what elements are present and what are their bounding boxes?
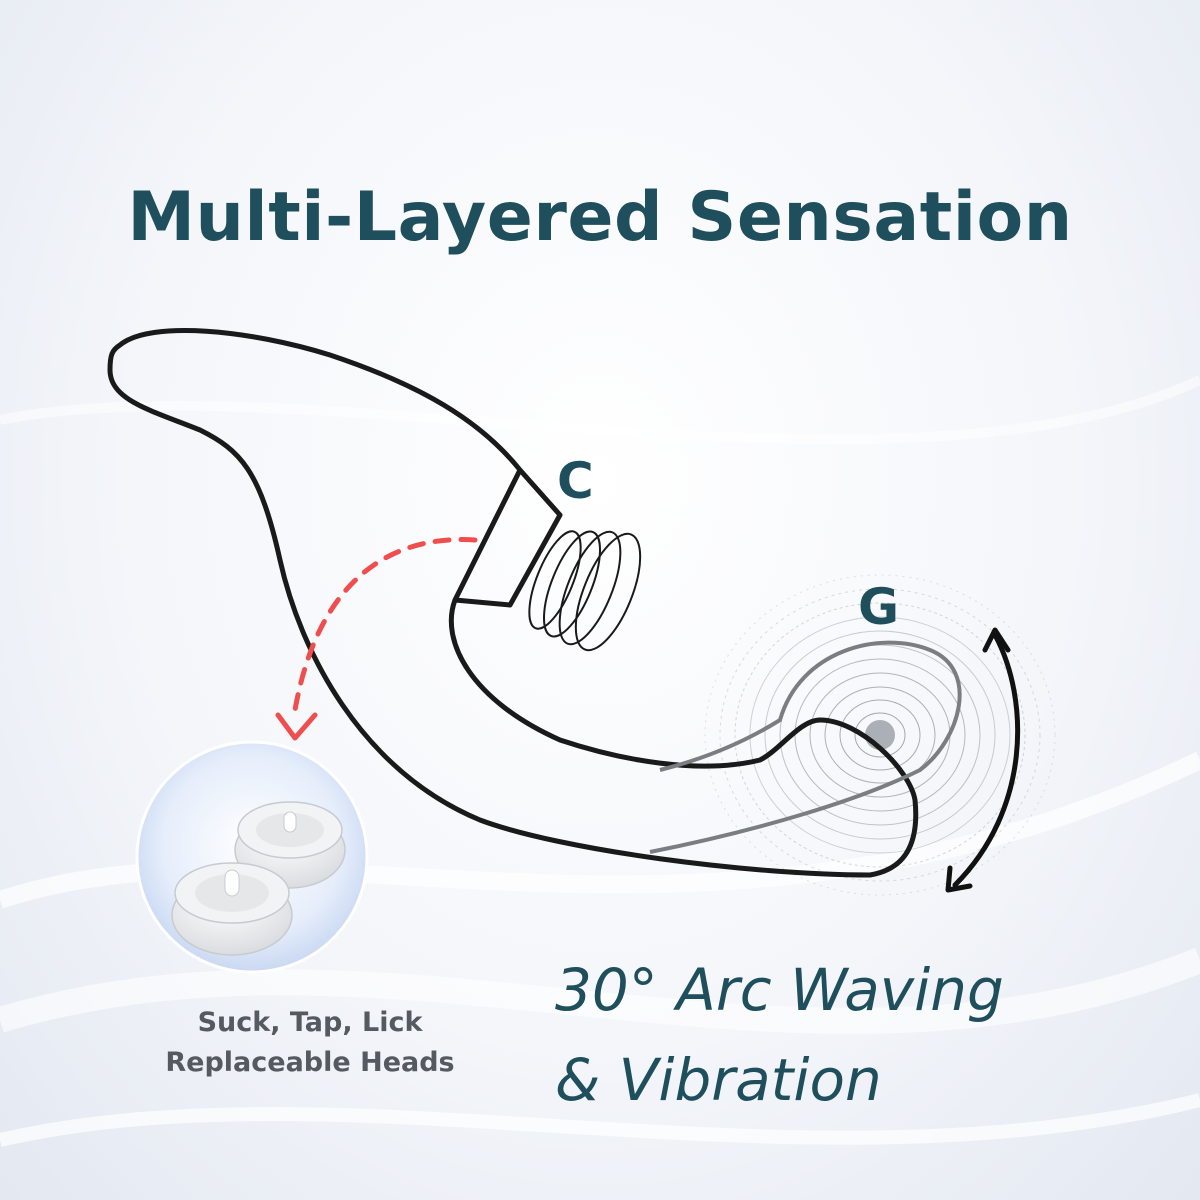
heads-caption-line1: Suck, Tap, Lick — [197, 1007, 423, 1038]
motion-caption: 30° Arc Waving & Vibration — [555, 945, 1175, 1125]
arc-arrow-icon — [952, 632, 1021, 888]
heads-caption-line2: Replaceable Heads — [165, 1047, 455, 1078]
gspot-label: G — [858, 578, 900, 636]
clit-label: C — [557, 452, 594, 510]
dashed-arrow-icon — [292, 537, 478, 713]
arc-motion-ghost — [649, 640, 962, 854]
arc-arrow-head-bottom — [945, 865, 973, 893]
page-title: Multi-Layered Sensation — [127, 178, 1073, 257]
motion-caption-line1: 30° Arc Waving — [555, 956, 1004, 1024]
arc-arrow-head-top — [982, 627, 1011, 653]
device-outline — [107, 328, 919, 878]
motion-caption-line2: & Vibration — [555, 1046, 882, 1114]
heads-caption: Suck, Tap, Lick Replaceable Heads — [60, 1003, 560, 1083]
replaceable-heads-image — [135, 740, 369, 974]
suction-rings-icon — [528, 530, 642, 652]
dashed-arrow-head — [275, 712, 318, 741]
suction-head-outline — [454, 468, 563, 608]
